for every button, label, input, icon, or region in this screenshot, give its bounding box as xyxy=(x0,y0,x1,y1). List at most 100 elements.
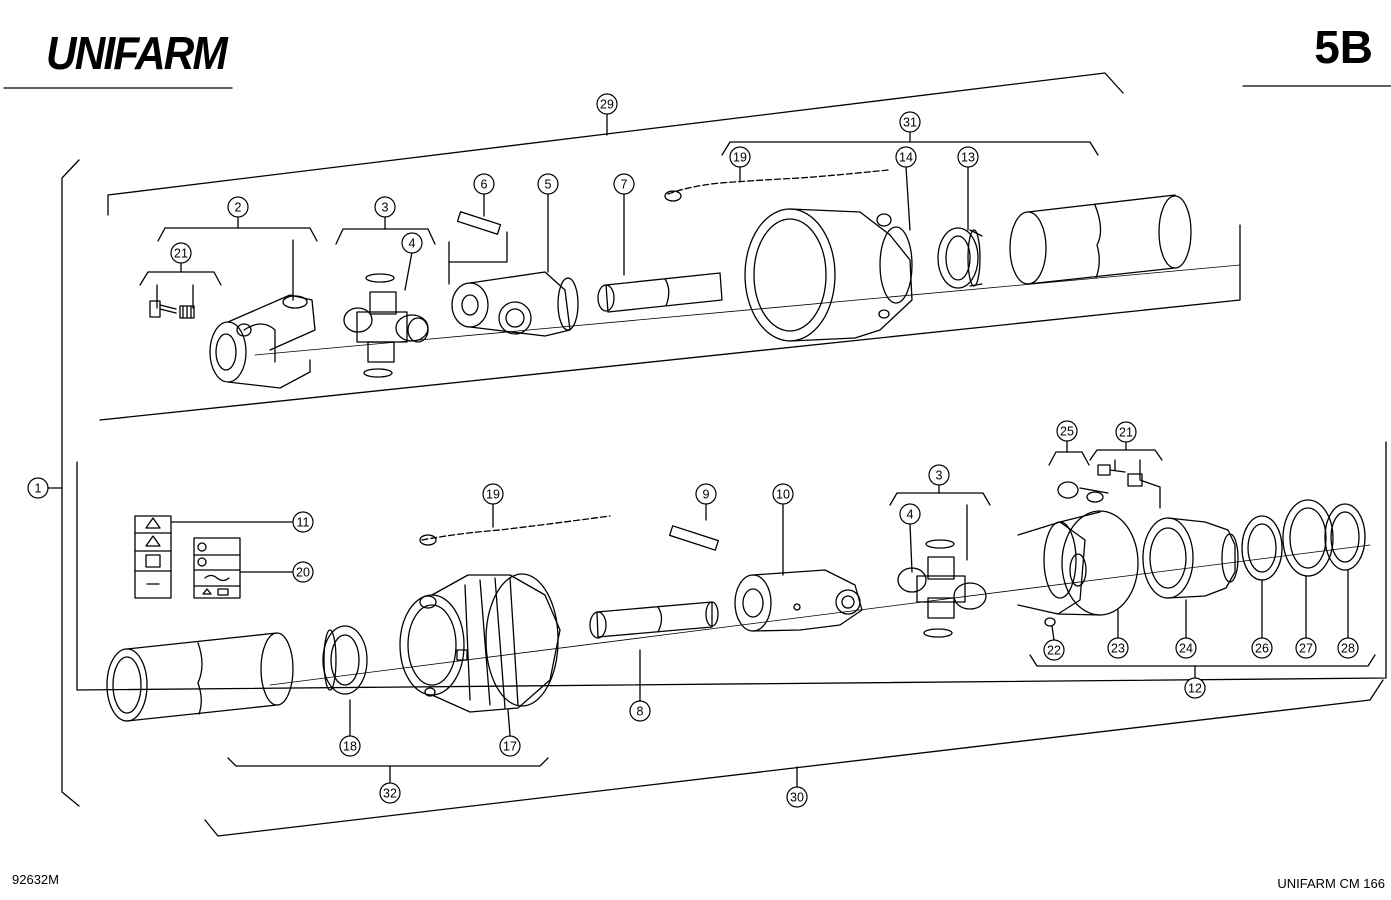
callout-number: 21 xyxy=(1119,426,1133,440)
callout-number: 3 xyxy=(382,201,389,215)
callout-c32: 32 xyxy=(379,782,401,804)
callout-circle xyxy=(957,146,979,168)
callout-c30: 30 xyxy=(786,786,808,808)
callout-circle xyxy=(613,173,635,195)
callout-circle xyxy=(379,782,401,804)
callout-number: 19 xyxy=(486,488,500,502)
callout-circle xyxy=(1043,639,1065,661)
callout-c8: 8 xyxy=(629,700,651,722)
callout-circle xyxy=(227,196,249,218)
callout-number: 25 xyxy=(1060,425,1074,439)
callout-circle xyxy=(1115,421,1137,443)
callout-number: 20 xyxy=(296,566,310,580)
callout-c4b: 4 xyxy=(899,503,921,525)
bearing-ring-13 xyxy=(937,227,983,289)
callout-circle xyxy=(895,146,917,168)
bolt-21-upper xyxy=(149,300,195,319)
yoke-23 xyxy=(1017,510,1139,627)
cross-kit-3-upper xyxy=(343,273,429,378)
callout-circle xyxy=(1184,677,1206,699)
callout-c18: 18 xyxy=(339,735,361,757)
callout-number: 29 xyxy=(600,98,614,112)
callout-number: 18 xyxy=(343,740,357,754)
inner-tube-8 xyxy=(589,601,719,639)
callout-c2: 2 xyxy=(227,196,249,218)
callout-number: 19 xyxy=(733,151,747,165)
callout-circle xyxy=(27,477,49,499)
bearing-ring-18 xyxy=(322,625,368,695)
callout-c19a: 19 xyxy=(729,146,751,168)
callout-c22: 22 xyxy=(1043,639,1065,661)
callout-c10: 10 xyxy=(772,483,794,505)
callout-c19b: 19 xyxy=(482,483,504,505)
callout-circle xyxy=(374,196,396,218)
callout-number: 12 xyxy=(1188,682,1202,696)
callout-number: 17 xyxy=(503,740,517,754)
inner-yoke-10 xyxy=(734,569,863,632)
callout-c11: 11 xyxy=(292,511,314,533)
callout-number: 21 xyxy=(174,247,188,261)
callout-number: 30 xyxy=(790,791,804,805)
callout-c3a: 3 xyxy=(374,196,396,218)
callout-circle xyxy=(695,483,717,505)
callout-c20: 20 xyxy=(292,561,314,583)
callout-circle xyxy=(1056,420,1078,442)
callout-c21a: 21 xyxy=(170,242,192,264)
callout-circle xyxy=(928,464,950,486)
callout-circle xyxy=(401,232,423,254)
callout-c25: 25 xyxy=(1056,420,1078,442)
callout-c21b: 21 xyxy=(1115,421,1137,443)
inner-yoke-5 xyxy=(451,271,579,337)
callout-number: 24 xyxy=(1179,642,1193,656)
callout-number: 4 xyxy=(409,237,416,251)
callout-c9: 9 xyxy=(695,483,717,505)
callout-c24: 24 xyxy=(1175,637,1197,659)
callout-number: 13 xyxy=(961,151,975,165)
callout-number: 28 xyxy=(1341,642,1355,656)
callout-circle xyxy=(899,503,921,525)
guard-cone-17 xyxy=(399,573,561,713)
safety-chain-19-upper xyxy=(667,169,889,195)
callout-number: 31 xyxy=(903,116,917,130)
callout-c1: 1 xyxy=(27,477,49,499)
outer-tube-upper xyxy=(1009,194,1192,285)
callout-number: 32 xyxy=(383,787,397,801)
callout-circle xyxy=(292,511,314,533)
pin-9 xyxy=(668,525,720,551)
callout-c6: 6 xyxy=(473,173,495,195)
yoke-2 xyxy=(209,294,316,389)
callout-c5: 5 xyxy=(537,173,559,195)
callout-number: 14 xyxy=(899,151,913,165)
callout-circle xyxy=(1251,637,1273,659)
callout-circle xyxy=(482,483,504,505)
callout-c3b: 3 xyxy=(928,464,950,486)
upper-panel-outline xyxy=(99,224,1241,421)
washer-28 xyxy=(1324,503,1366,571)
callout-number: 4 xyxy=(907,508,914,522)
callout-circle xyxy=(339,735,361,757)
callout-circle xyxy=(899,111,921,133)
callout-c4a: 4 xyxy=(401,232,423,254)
callout-circle xyxy=(292,561,314,583)
sheet-number: 5B xyxy=(1314,21,1373,73)
callout-circle xyxy=(499,735,521,757)
washer-27 xyxy=(1282,499,1334,577)
callout-number: 22 xyxy=(1047,644,1061,658)
callout-c29: 29 xyxy=(596,93,618,115)
decal-20 xyxy=(193,537,293,599)
safety-chain-19-lower xyxy=(421,515,611,541)
callout-c26: 26 xyxy=(1251,637,1273,659)
guard-cone-14 xyxy=(744,208,913,342)
callout-circle xyxy=(596,93,618,115)
callout-number: 6 xyxy=(481,178,488,192)
callout-c12: 12 xyxy=(1184,677,1206,699)
callout-circle xyxy=(729,146,751,168)
callout-number: 5 xyxy=(545,178,552,192)
callout-number: 1 xyxy=(35,482,42,496)
callout-number: 11 xyxy=(297,516,310,530)
callout-number: 3 xyxy=(936,469,943,483)
lower-panel-outline xyxy=(76,441,1387,691)
callout-c28: 28 xyxy=(1337,637,1359,659)
